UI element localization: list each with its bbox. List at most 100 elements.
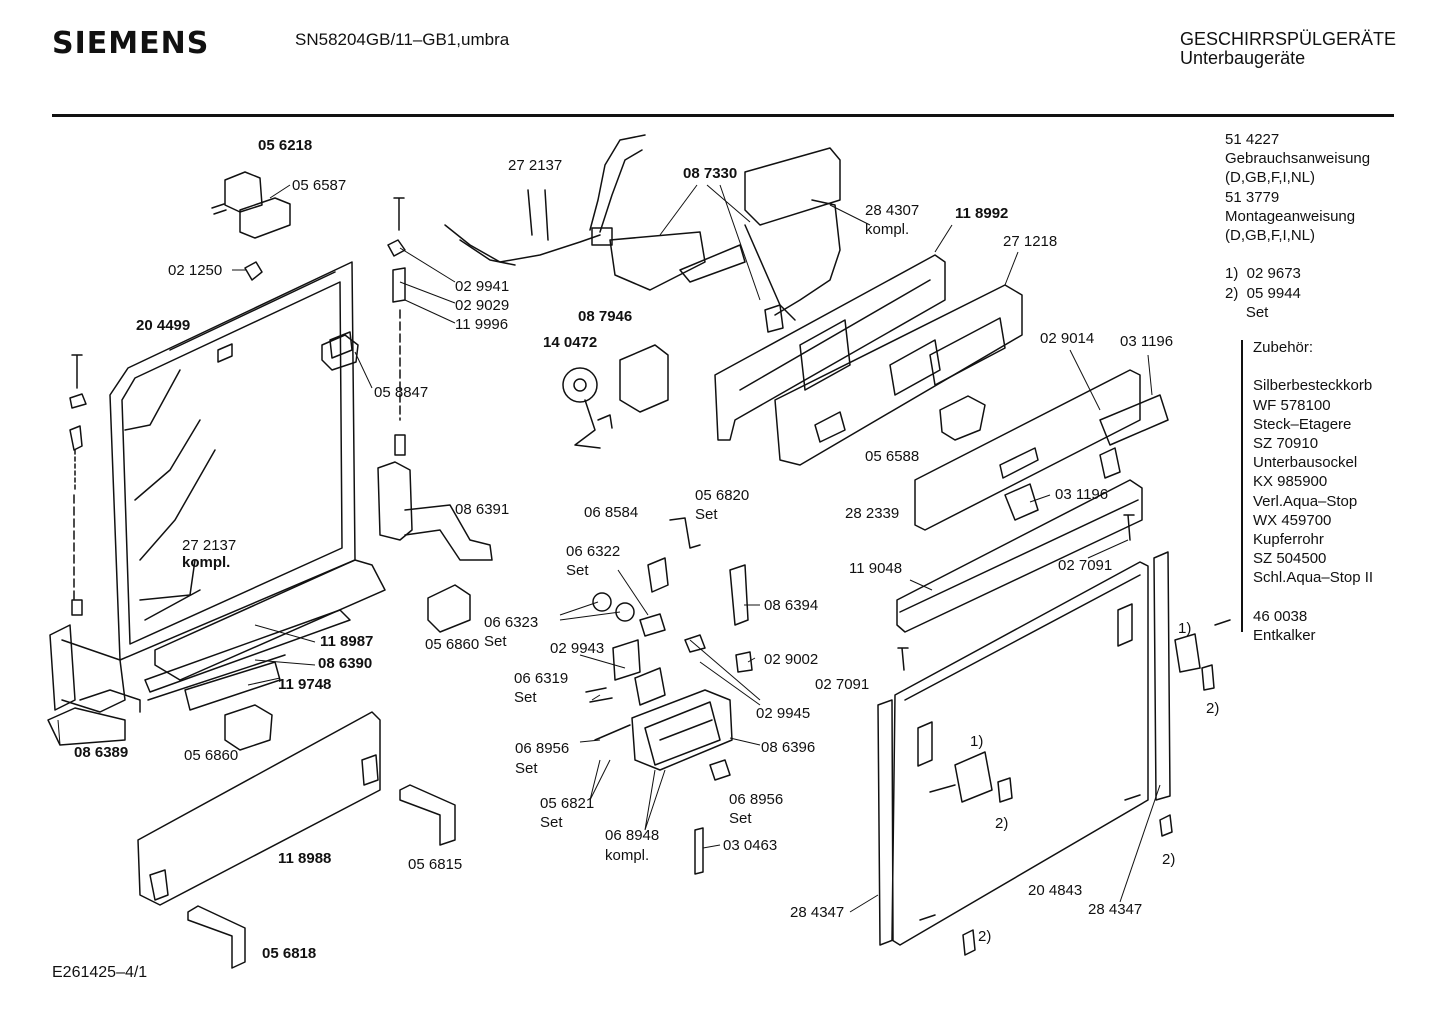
part-number-label: 08 6389 [74,744,129,761]
appliance-subcategory: Unterbaugeräte [1180,48,1306,68]
accessory-line: KX 985900 [1253,473,1328,491]
hinge-bracket-part [211,171,291,239]
part-number-label: 02 9945 [756,705,811,722]
part-number-label: 05 6860 [184,747,239,764]
part-number-label: 28 2339 [845,505,900,522]
part-number-label: 08 7330 [683,165,738,182]
documentation-line: Gebrauchsanweisung [1225,150,1371,168]
leader-lines [57,184,1161,913]
documentation-line: Set [1225,303,1269,321]
part-number-label: 20 4499 [136,317,191,334]
part-number-label: 02 7091 [1058,557,1113,574]
part-number-label: 2) [1162,851,1176,868]
part-number-label: 27 2137 [182,537,237,554]
part-number-label: 2) [978,928,992,945]
accessory-line: Schl.Aqua–Stop II [1253,569,1374,587]
accessory-line: Entkalker [1253,627,1316,645]
wiring-harness [444,134,646,266]
part-number-label: 03 1196 [1120,333,1174,350]
part-number-label: kompl. [605,847,650,864]
part-number-label: Set [566,562,589,579]
control-pcb [609,147,841,333]
accessory-line: 46 0038 [1253,607,1308,625]
documentation-line [1225,245,1370,264]
part-number-label: Set [515,760,538,777]
documentation-line: Montageanweisung [1225,207,1356,225]
header-rule [52,114,1394,117]
part-number-label: 11 9748 [278,676,332,693]
part-number-label: 11 8987 [320,633,374,650]
hinge-assembly [47,624,141,746]
part-number-label: Set [540,814,563,831]
part-number-label: 02 1250 [168,262,223,279]
accessories-title: Zubehör: [1253,339,1314,356]
part-number-label: 02 9029 [455,297,510,314]
part-number-label: 05 6815 [408,856,463,873]
part-number-label: Set [484,633,507,650]
brand-logo: SIEMENS [52,26,210,61]
part-number-label: 27 1218 [1003,233,1058,250]
accessory-line: Verl.Aqua–Stop [1253,492,1358,510]
part-number-label: 11 9996 [455,316,509,333]
part-number-label: 14 0472 [543,334,598,351]
part-number-label: 02 9014 [1040,330,1095,347]
documentation-line: (D,GB,F,I,NL) [1225,227,1316,245]
detergent-dispenser [631,689,733,781]
part-number-label: 03 0463 [723,837,778,854]
latch-bracket [377,461,493,561]
part-number-label: 08 6391 [455,501,510,518]
timer-motor [562,344,669,449]
part-number-label: 02 9943 [550,640,605,657]
part-number-label: 05 6587 [292,177,347,194]
documentation-line: 51 4227 [1225,131,1280,148]
part-number-label: 28 4347 [790,904,845,921]
control-panel-frame [714,254,946,441]
part-number-label: 11 9048 [849,560,903,577]
fascia-panel [774,284,1023,466]
part-number-label: 05 8847 [374,384,429,401]
part-number-label: 08 6396 [761,739,816,756]
accessory-line: SZ 504500 [1253,550,1327,568]
part-number-label: 05 6820 [695,487,750,504]
part-number-label: 06 8948 [605,827,660,844]
accessory-line: Kupferrohr [1253,531,1324,549]
part-number-label: Set [695,506,718,523]
documentation-line: 2) 05 9944 [1225,284,1301,302]
accessory-line [1253,588,1373,607]
documentation-line: 51 3779 [1225,188,1280,206]
switch-board [914,369,1169,531]
part-number-label: 28 4347 [1088,901,1143,918]
part-number-label: 06 6323 [484,614,539,631]
accessory-line: SZ 70910 [1253,435,1319,453]
inner-door-panel [109,261,356,661]
part-number-label: 06 6322 [566,543,621,560]
part-number-label: 05 6821 [540,795,595,812]
part-number-label: 11 8992 [955,205,1009,222]
part-number-label: 28 4307 [865,202,920,219]
accessories-bar [1241,340,1243,632]
part-number-label: 06 8956 [729,791,784,808]
part-number-label: 27 2137 [508,157,563,174]
accessory-line: Unterbausockel [1253,454,1358,472]
part-number-label: Set [729,810,752,827]
accessory-line: Steck–Etagere [1253,415,1352,433]
documentation-line: 1) 02 9673 [1225,265,1301,283]
part-number-label: 05 6860 [425,636,480,653]
part-number-label: 1) [970,733,984,750]
part-number-label: Set [514,689,537,706]
part-number-label: 1) [1178,620,1192,637]
part-number-label: 2) [995,815,1009,832]
accessory-line: WX 459700 [1253,511,1332,529]
accessory-line: Silberbesteckkorb [1253,377,1373,395]
part-number-label: 05 6218 [258,137,313,154]
bottom-trim-strips [144,559,386,711]
appliance-category: GESCHIRRSPÜLGERÄTE [1180,29,1397,49]
model-number: SN58204GB/11–GB1,umbra [295,30,510,49]
door-seal-strip [896,479,1143,633]
part-number-label: 20 4843 [1028,882,1083,899]
part-number-label: 06 6319 [514,670,569,687]
part-number-label: 05 6818 [262,945,317,962]
part-number-label: kompl. [865,221,910,238]
